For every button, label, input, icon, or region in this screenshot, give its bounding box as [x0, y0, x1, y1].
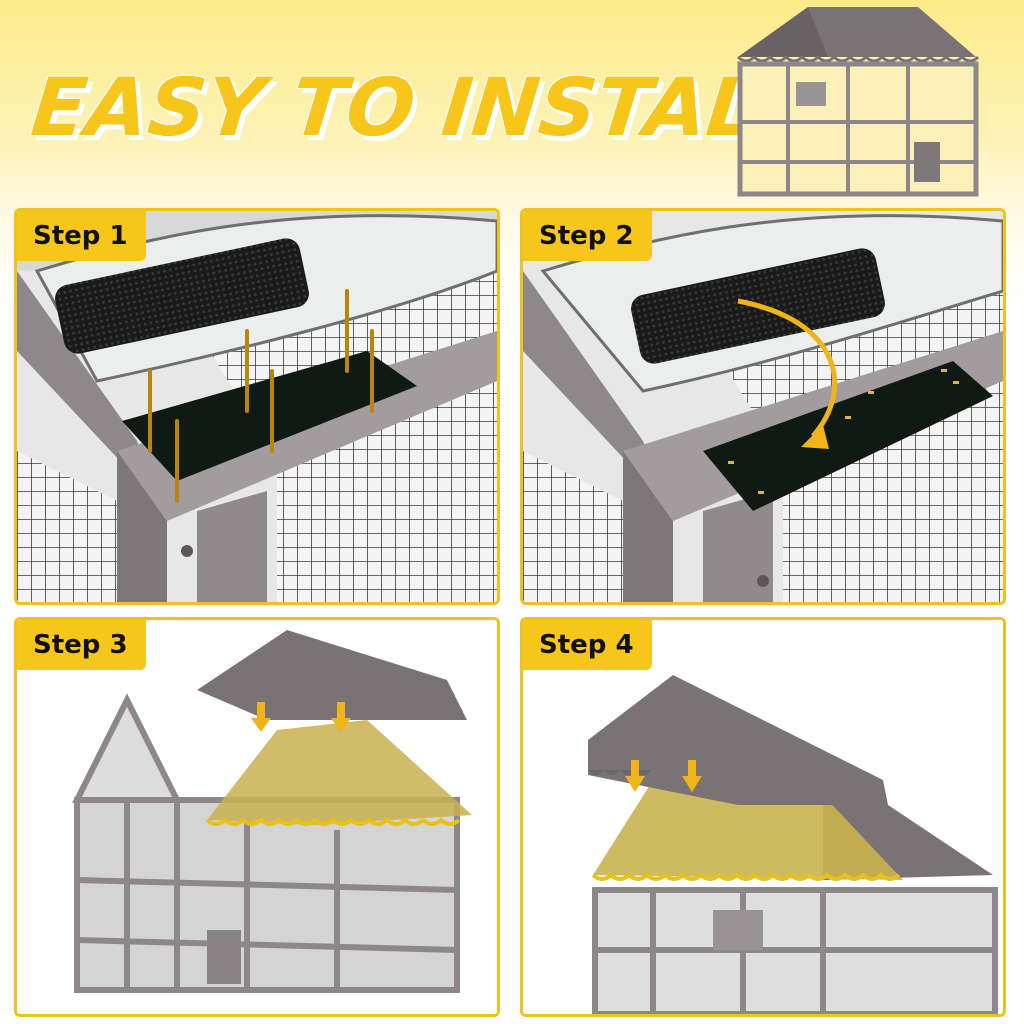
step-3-panel: Step 3 [14, 617, 500, 1017]
step-2-panel: Step 2 [520, 208, 1006, 605]
step-4-panel: Step 4 [520, 617, 1006, 1017]
step-3-label: Step 3 [17, 620, 146, 670]
step-1-label: Step 1 [17, 211, 146, 261]
step-4-label: Step 4 [523, 620, 652, 670]
step-3-illustration [17, 620, 497, 1014]
step-4-illustration [523, 620, 1003, 1014]
step-1-illustration [17, 211, 497, 602]
step-2-illustration [523, 211, 1003, 602]
step-2-label: Step 2 [523, 211, 652, 261]
step-1-panel: Step 1 [14, 208, 500, 605]
page-title: EASY TO INSTALL [27, 61, 814, 154]
catio-product-image [736, 7, 980, 197]
